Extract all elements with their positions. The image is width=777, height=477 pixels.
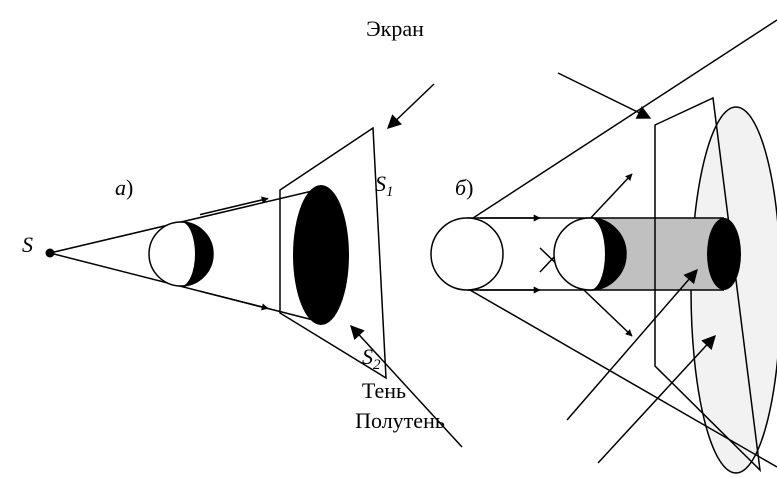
shadow-label: Тень [362,378,406,403]
s2-letter: S [362,344,373,369]
screen-b [654,96,762,473]
ray-lower-a [49,252,326,324]
shadow-ellipse-a [293,185,349,325]
screen-pointer-arrow-b [557,72,652,119]
s2-index: 2 [373,357,381,373]
part-b: б) [430,19,777,474]
s2-label: S2 [362,344,381,373]
penumbra-pointer-arrow-b [597,334,716,464]
case-a-letter: а [115,175,126,200]
s1-index: 1 [386,184,394,200]
penumbra-label: Полутень [355,408,445,433]
s1-label: S1 [375,171,394,200]
case-b-letter: б [455,175,467,200]
screen-label: Экран [366,16,424,41]
case-b-paren: ) [466,175,473,200]
shadow-ellipse-b [707,218,741,290]
penumbra-boundary-lower [469,289,777,468]
case-a-label: а) [115,175,133,200]
ray-upper-a-arrow [199,196,269,216]
ray-upper-a [49,187,326,254]
s1-letter: S [375,171,386,196]
part-a: а) S S1 S2 [22,83,463,448]
case-b-label: б) [455,175,473,200]
obstacle-dark-side-b [590,218,626,290]
obstacle-dark-side-a [181,222,213,286]
case-a-paren: ) [126,175,133,200]
extended-source-sphere [430,217,504,291]
ray-lower-a-arrow [199,290,269,311]
screen-pointer-arrow-a [386,83,435,129]
screen-a [279,126,387,380]
shadow-pointer-arrow-a [350,324,463,448]
penumbra-boundary-upper [469,19,777,221]
shadow-pointer-arrow-b [566,268,698,421]
source-label: S [22,232,33,257]
